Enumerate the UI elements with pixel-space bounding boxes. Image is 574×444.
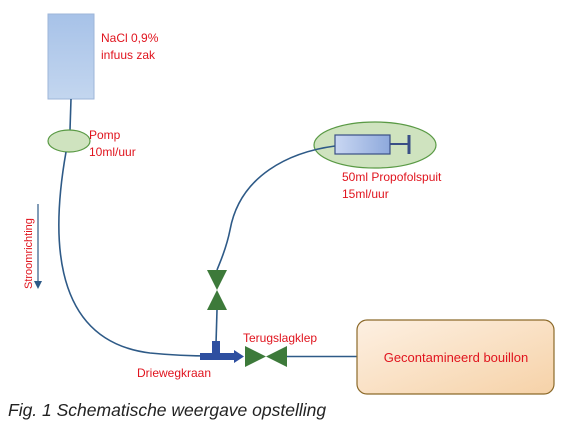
syringe-label: 50ml Propofolspuit 15ml/uur [342,170,441,202]
bouillon-container [356,319,555,395]
syringe-label-line2: 15ml/uur [342,187,389,201]
bag-label-line2: infuus zak [101,48,156,62]
flow-direction-label: Stroomrichting [23,218,35,289]
pump-label-line2: 10ml/uur [89,145,136,159]
pump-ellipse [47,129,91,153]
three-way-valve-label: Driewegkraan [137,366,212,380]
tube-checkvalve-to-stopcock [215,309,218,345]
tube-pump-to-valve [58,151,213,357]
infusion-bag [47,13,95,100]
bouillon-label: Gecontamineerd bouillon [383,349,529,365]
pump-label-line1: Pomp [89,128,121,142]
bag-label-line1: NaCl 0,9% [101,31,159,45]
check-valve-label: Terugslagklep [243,331,318,345]
flow-direction-arrow-icon [34,281,42,289]
bag-label: NaCl 0,9% infuus zak [101,31,158,63]
stopcock-arrowhead [234,350,244,363]
horizontal-checkvalve-right [266,346,287,367]
syringe-label-line1: 50ml Propofolspuit [342,170,442,184]
tube-bag-to-pump [69,98,72,131]
pump-label: Pomp 10ml/uur [89,128,136,160]
stopcock-body [200,353,234,360]
tube-syringe-to-checkvalve [216,145,336,271]
stopcock-stem [212,341,220,355]
figure-caption: Fig. 1 Schematische weergave opstelling [8,400,327,420]
horizontal-checkvalve-left [245,346,266,367]
syringe-barrel [334,134,391,155]
vertical-checkvalve-top [207,270,227,290]
vertical-checkvalve-bottom [207,290,227,310]
